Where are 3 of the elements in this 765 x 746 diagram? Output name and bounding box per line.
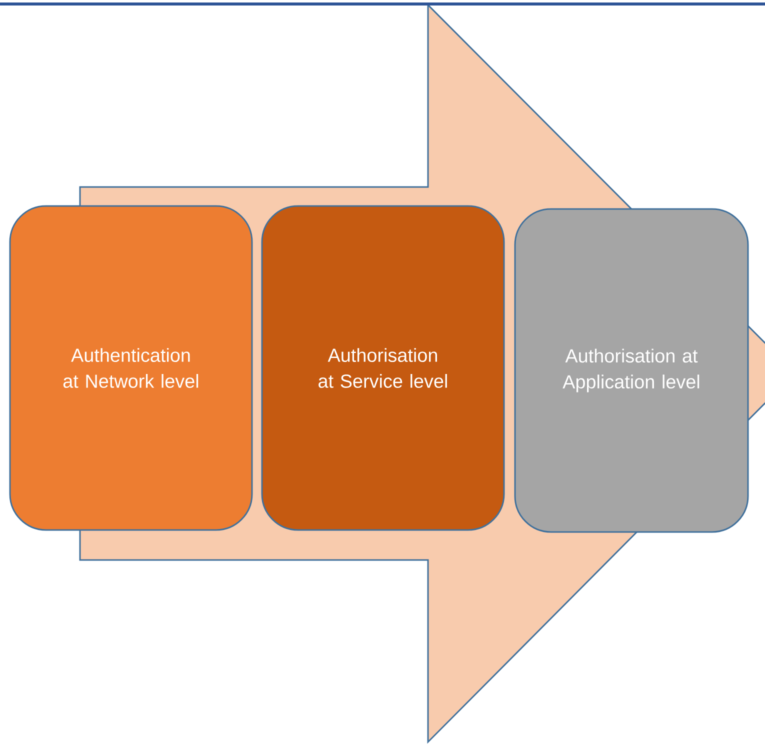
process-box: Authentication at Network level [9, 205, 253, 531]
process-box: Authorisation at Application level [514, 208, 749, 533]
process-box: Authorisation at Service level [261, 205, 505, 531]
